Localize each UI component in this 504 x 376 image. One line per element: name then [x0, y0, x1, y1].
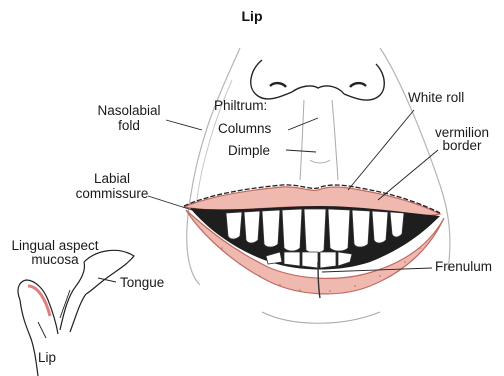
label-lingual-aspect-mucosa: Lingual aspect mucosa [0, 239, 110, 267]
label-columns: Columns [218, 121, 271, 136]
label-white-roll: White roll [408, 90, 464, 105]
label-labial-commissure: Labial commissure [60, 171, 164, 201]
label-lingual-line1: Lingual aspect [0, 239, 110, 253]
label-dimple: Dimple [228, 143, 270, 158]
label-nasolabial-fold: Nasolabial fold [86, 103, 172, 133]
label-frenulum: Frenulum [435, 259, 492, 274]
label-vermilion-line2: border [422, 139, 502, 152]
sagittal-section [18, 250, 134, 376]
lower-teeth [266, 252, 352, 268]
label-lip: Lip [38, 350, 56, 365]
lip-mucosa-red [28, 286, 50, 316]
label-labial-line2: commissure [60, 186, 164, 201]
label-lingual-line2: mucosa [0, 253, 110, 267]
leader-dimple [286, 150, 316, 152]
philtrum [300, 100, 338, 180]
leader-tongue [98, 278, 116, 282]
label-vermilion-border: vermilion border [422, 126, 502, 152]
nose [251, 60, 385, 100]
label-nasolabial-line2: fold [86, 118, 172, 133]
leader-lingual [60, 290, 70, 318]
leader-vermilion [378, 150, 438, 200]
label-tongue: Tongue [120, 275, 164, 290]
chin-contour [262, 312, 380, 323]
leader-lip [38, 322, 46, 338]
label-philtrum: Philtrum: [214, 98, 267, 113]
label-nasolabial-line1: Nasolabial [86, 103, 172, 118]
label-labial-line1: Labial [60, 171, 164, 186]
